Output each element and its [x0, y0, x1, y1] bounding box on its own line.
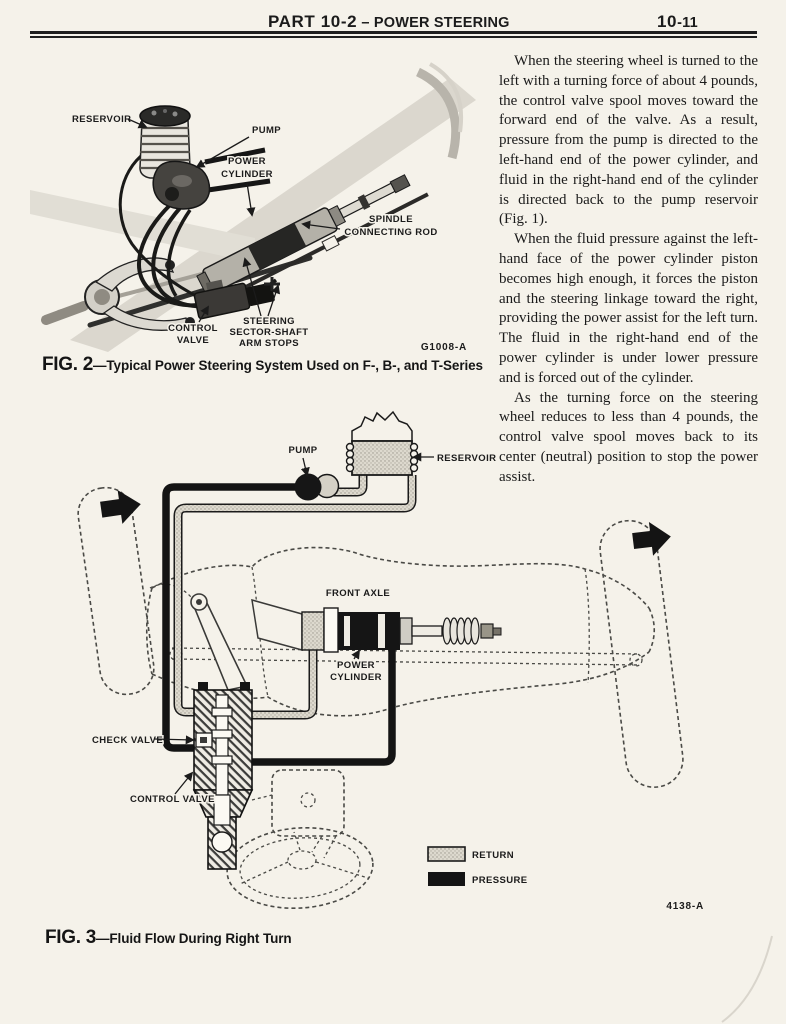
paragraph: As the turning force on the steering whe… [499, 389, 758, 485]
fig3-pitman-arm [190, 593, 249, 691]
page-number: 10-11 [657, 12, 698, 31]
fig2-code: G1008-A [421, 342, 467, 353]
body-text-column: When the steering wheel is turned to the… [499, 52, 758, 488]
fig3-label-reservoir: RESERVOIR [437, 453, 496, 464]
fig2-callouts: RESERVOIR PUMP POWER CYLINDER SPINDLE CO… [71, 113, 467, 354]
paragraph: When the fluid pressure against the left… [499, 231, 758, 386]
svg-text:CYLINDER: CYLINDER [330, 672, 382, 683]
fig3-legend: RETURN PRESSURE 4138-A [427, 846, 704, 912]
fig3-code: 4138-A [666, 901, 704, 912]
svg-text:SECTOR-SHAFT: SECTOR-SHAFT [229, 327, 308, 338]
legend-return-swatch [427, 846, 466, 862]
svg-text:CONNECTING ROD: CONNECTING ROD [344, 227, 437, 238]
fig3-pressure-lines [162, 483, 396, 766]
fig3-label-pump: PUMP [288, 445, 317, 456]
svg-text:VALVE: VALVE [177, 335, 209, 346]
fig3-steering-wheel [226, 826, 374, 910]
fig2-label-sector-stops: STEERING [243, 316, 295, 327]
fig2-illustration: RESERVOIR PUMP POWER CYLINDER SPINDLE CO… [30, 62, 476, 354]
fig2-pump [152, 147, 271, 210]
fig3-right-wheel [599, 519, 684, 789]
fig2-label-control-valve: CONTROL [168, 323, 218, 334]
fig3-steering-gear [251, 769, 345, 859]
fig2-label-reservoir: RESERVOIR [72, 114, 131, 125]
fig3-label-power-cylinder: POWER [337, 660, 375, 671]
legend-return-label: RETURN [472, 850, 514, 861]
fig3-control-valve [192, 682, 254, 870]
section-title: – POWER STEERING [357, 15, 510, 31]
header-rule [30, 31, 757, 38]
fig3-pump [294, 473, 340, 501]
svg-text:CYLINDER: CYLINDER [221, 169, 273, 180]
page-curl [721, 935, 773, 1023]
fig3-label-front-axle: FRONT AXLE [326, 588, 390, 599]
fig3-callouts: PUMP RESERVOIR FRONT AXLE POWER CYLINDER… [91, 444, 498, 807]
page-header: PART 10-2 – POWER STEERING [268, 12, 510, 32]
paragraph: When the steering wheel is turned to the… [499, 53, 758, 228]
legend-pressure-label: PRESSURE [472, 875, 527, 886]
fig3-return-lines [173, 474, 417, 720]
fig2-caption: FIG. 2—Typical Power Steering System Use… [42, 354, 483, 375]
fig3-reservoir [345, 410, 419, 476]
fig3-tie-rod [149, 583, 643, 667]
fig3-label-control-valve: CONTROL VALVE [130, 794, 215, 805]
fig3-turn-arrow-left [100, 490, 141, 524]
svg-text:ARM STOPS: ARM STOPS [239, 338, 299, 349]
fig3-power-cylinder [251, 598, 502, 653]
fig3-label-check-valve: CHECK VALVE [92, 735, 163, 746]
fig2-label-pump: PUMP [252, 125, 281, 136]
fig2-label-spindle-rod: SPINDLE [369, 214, 413, 225]
fig3-caption: FIG. 3—Fluid Flow During Right Turn [45, 927, 292, 948]
fig3-check-valve [195, 732, 213, 748]
legend-pressure-swatch [428, 872, 465, 886]
fig3-diagram: PUMP RESERVOIR FRONT AXLE POWER CYLINDER… [77, 410, 704, 912]
fig2-label-power-cylinder: POWER [228, 156, 266, 167]
part-title: PART 10-2 [268, 12, 358, 31]
fig3-left-wheel [77, 486, 155, 696]
fig3-turn-arrow-right [632, 522, 671, 556]
